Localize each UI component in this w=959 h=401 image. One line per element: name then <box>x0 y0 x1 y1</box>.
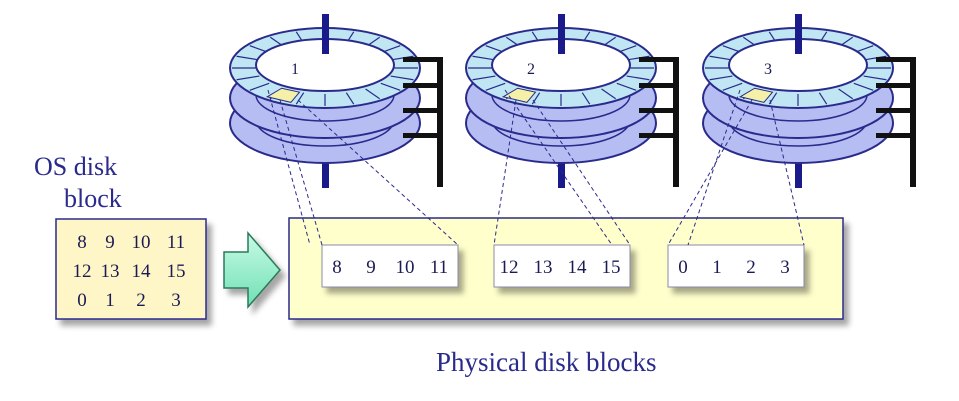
os-block-number: 0 <box>77 290 87 311</box>
actuator-arm <box>403 57 443 62</box>
actuator-arm <box>639 57 679 62</box>
sector-divider <box>295 92 305 105</box>
physical-block-number: 15 <box>602 257 621 278</box>
dashed-connector <box>297 99 459 246</box>
sector-divider <box>345 92 355 105</box>
os-block-number: 12 <box>73 261 92 282</box>
sector-divider <box>236 75 260 81</box>
disk-2: 2 <box>465 14 679 188</box>
physical-block-number: 0 <box>678 257 688 278</box>
os-block-number: 10 <box>132 232 151 253</box>
physical-block-row-3: 0 1 2 3 <box>667 244 805 288</box>
physical-block-number: 13 <box>534 257 553 278</box>
physical-block-number: 11 <box>430 257 448 278</box>
actuator-arm <box>639 108 679 113</box>
os-block-number: 1 <box>105 290 115 311</box>
disk-1: 1 <box>229 14 443 188</box>
sector-divider <box>249 82 270 91</box>
physical-block-number: 2 <box>746 257 756 278</box>
physical-block-number: 3 <box>780 257 790 278</box>
os-block-number: 11 <box>167 232 185 253</box>
dashed-connector <box>532 99 631 246</box>
sector-divider <box>390 55 414 61</box>
physical-block-box <box>667 244 805 288</box>
sector-divider <box>472 75 496 81</box>
sector-divider <box>863 75 887 81</box>
sector-divider <box>709 75 733 81</box>
actuator-post <box>673 57 679 187</box>
physical-block-number: 1 <box>712 257 722 278</box>
sector-divider <box>365 88 381 100</box>
actuator-arm <box>403 133 443 138</box>
disk-number: 2 <box>527 61 535 78</box>
sector-divider <box>531 92 541 105</box>
actuator-post <box>437 57 443 187</box>
physical-disk-blocks-label: Physical disk blocks <box>436 347 657 377</box>
actuator-arm <box>876 57 916 62</box>
sector-divider <box>380 82 401 91</box>
dashed-connector <box>493 99 517 246</box>
os-block-number: 14 <box>132 261 152 282</box>
sector-divider <box>236 55 260 61</box>
actuator-arm <box>639 133 679 138</box>
sector-divider <box>863 55 887 61</box>
physical-block-row-2: 12 13 14 15 <box>493 244 631 288</box>
dashed-connector <box>769 99 805 246</box>
os-block-number: 2 <box>136 290 146 311</box>
sector-divider <box>838 88 854 100</box>
sector-divider <box>390 75 414 81</box>
actuator-arm <box>876 108 916 113</box>
os-disk-block-panel <box>55 218 207 320</box>
dashed-connector <box>687 89 741 246</box>
spindle-top <box>322 14 329 54</box>
spindle-top <box>558 14 565 54</box>
actuator-post <box>910 57 916 187</box>
right-arrow-icon <box>223 230 281 310</box>
physical-block-row-1: 8 9 10 11 <box>321 244 459 288</box>
sector-divider <box>581 92 591 105</box>
dashed-connector <box>504 89 613 246</box>
actuator-arm <box>403 83 443 88</box>
disk-number: 3 <box>764 61 772 78</box>
sector-divider <box>709 55 733 61</box>
os-disk-block-title-line1: OS disk <box>34 152 117 181</box>
physical-block-box <box>493 244 631 288</box>
os-block-number: 3 <box>171 290 181 311</box>
sector-divider <box>485 82 506 91</box>
disk-number: 1 <box>291 61 299 78</box>
physical-block-number: 12 <box>500 257 519 278</box>
actuator-arm <box>876 133 916 138</box>
os-block-number: 15 <box>167 261 186 282</box>
physical-block-box <box>321 244 459 288</box>
sector-divider <box>626 75 650 81</box>
physical-block-number: 14 <box>568 257 588 278</box>
sector-divider <box>818 92 828 105</box>
highlighted-sector <box>265 87 301 103</box>
sector-divider <box>601 88 617 100</box>
physical-block-number: 8 <box>332 257 342 278</box>
physical-block-number: 10 <box>396 257 415 278</box>
actuator-arm <box>876 83 916 88</box>
sector-divider <box>616 82 637 91</box>
disk-3: 3 <box>702 14 916 188</box>
physical-block-number: 9 <box>366 257 376 278</box>
os-block-number: 13 <box>101 261 120 282</box>
dashed-connector <box>267 89 311 246</box>
actuator-arm <box>639 83 679 88</box>
sector-divider <box>722 82 743 91</box>
sector-divider <box>626 55 650 61</box>
sector-divider <box>853 82 874 91</box>
os-disk-block-title-line2: block <box>64 184 122 213</box>
os-block-number: 9 <box>105 232 115 253</box>
os-block-number: 8 <box>77 232 87 253</box>
spindle-top <box>795 14 802 54</box>
highlighted-sector <box>738 87 774 103</box>
sector-divider <box>472 55 496 61</box>
actuator-arm <box>403 108 443 113</box>
